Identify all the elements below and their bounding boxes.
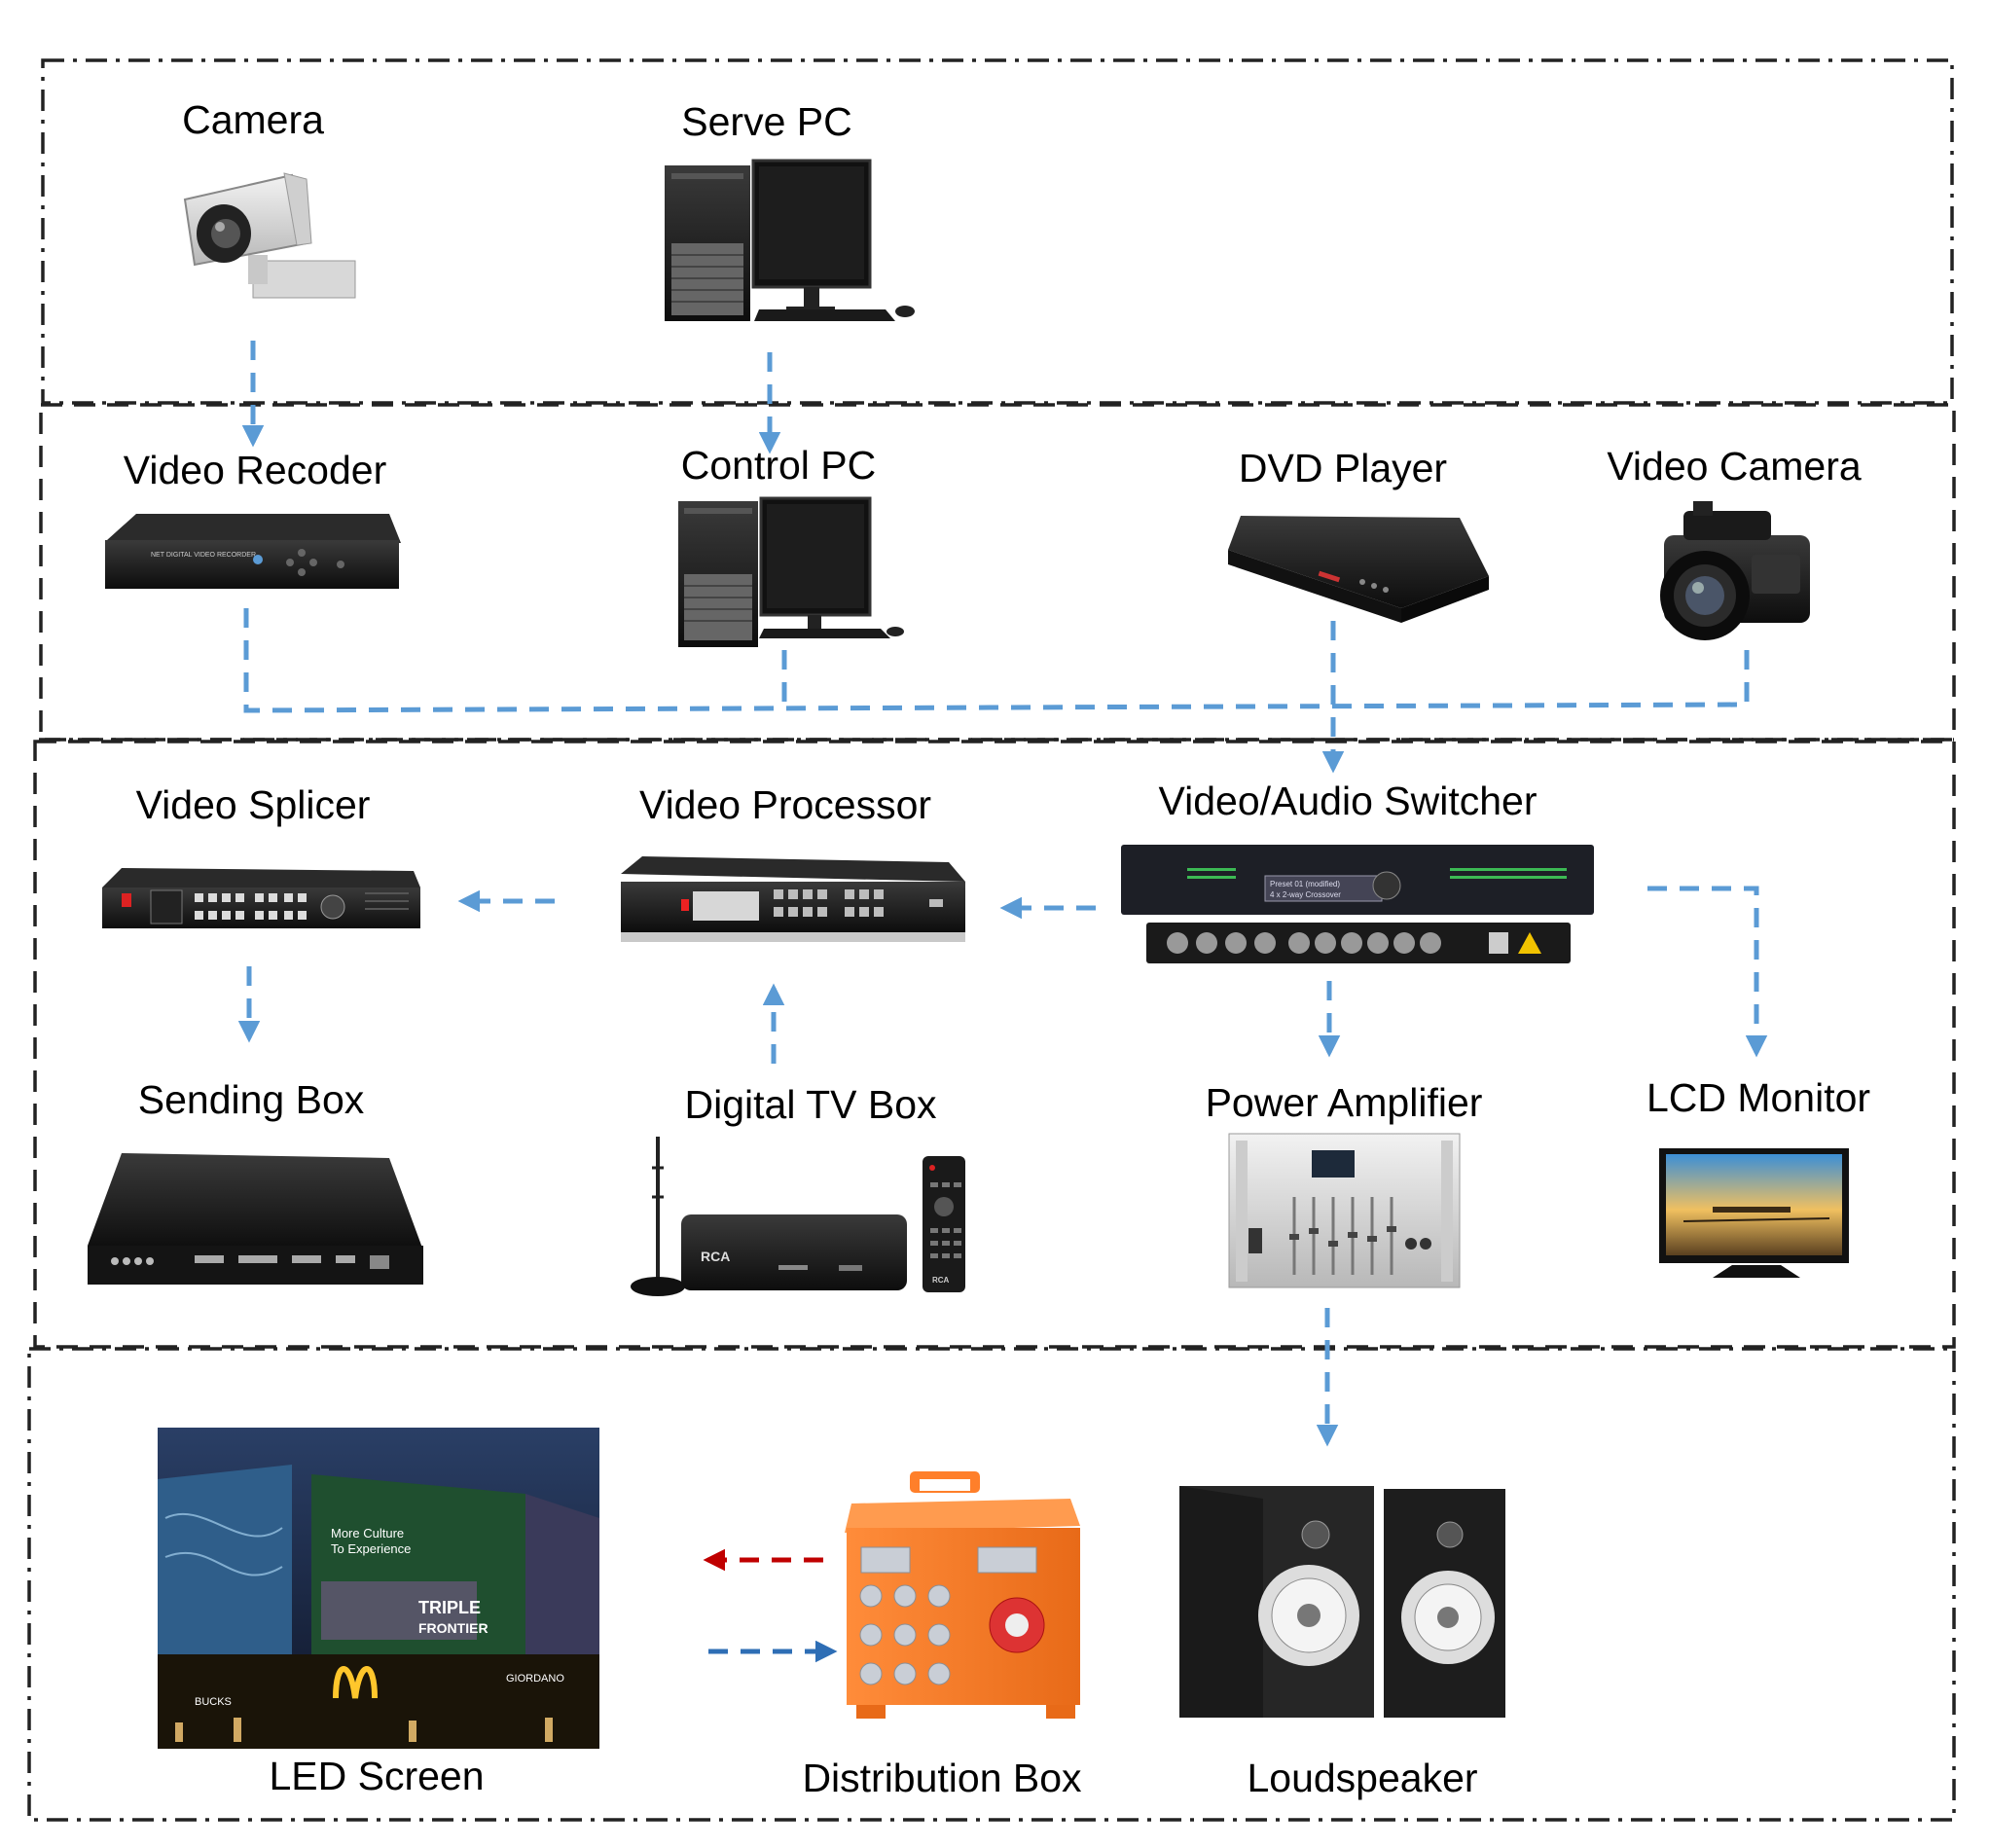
lcd-monitor-icon	[1659, 1148, 1849, 1278]
led-store-2: BUCKS	[195, 1696, 232, 1708]
control-pc-icon	[678, 496, 904, 647]
section-processing	[33, 740, 1956, 1349]
label-distribution-box: Distribution Box	[802, 1756, 1082, 1800]
label-dvd-player: DVD Player	[1238, 446, 1448, 490]
sending-box-icon	[88, 1153, 423, 1285]
power-amplifier-icon	[1228, 1133, 1461, 1288]
recorder-print: NET DIGITAL VIDEO RECORDER	[151, 552, 256, 559]
label-lcd-monitor: LCD Monitor	[1646, 1075, 1871, 1120]
switcher-display-line-2: 4 x 2-way Crossover	[1270, 890, 1341, 899]
label-video-processor: Video Processor	[638, 782, 932, 827]
tvbox-brand: RCA	[701, 1249, 730, 1264]
led-store-1: GIORDANO	[506, 1673, 564, 1685]
switcher-display-line-1: Preset 01 (modified)	[1270, 880, 1340, 888]
video-camera-icon	[1660, 501, 1810, 640]
label-video-recorder: Video Recoder	[123, 448, 387, 492]
camera-icon	[183, 172, 356, 299]
led-ad-line-2: To Experience	[331, 1541, 411, 1556]
section-sources	[41, 58, 1954, 405]
video-splicer-icon	[102, 868, 420, 928]
label-serve-pc: Serve PC	[681, 99, 852, 144]
video-recorder-icon: NET DIGITAL VIDEO RECORDER	[105, 514, 401, 589]
loudspeaker-icon	[1179, 1486, 1505, 1718]
label-loudspeaker: Loudspeaker	[1247, 1756, 1478, 1800]
section-frames	[27, 58, 1956, 1822]
label-led-screen: LED Screen	[269, 1754, 485, 1798]
label-camera: Camera	[182, 97, 324, 142]
label-digital-tv-box: Digital TV Box	[684, 1082, 937, 1127]
led-poster-line-1: TRIPLE	[418, 1598, 481, 1617]
label-video-splicer: Video Splicer	[135, 782, 371, 827]
dvd-player-icon	[1228, 516, 1489, 623]
arrow-switcher-to-lcd	[1647, 886, 1768, 1058]
label-power-amplifier: Power Amplifier	[1205, 1080, 1483, 1125]
led-poster-line-2: FRONTIER	[418, 1620, 488, 1636]
label-sending-box: Sending Box	[137, 1077, 365, 1122]
led-ad-line-1: More Culture	[331, 1526, 404, 1540]
serve-pc-icon	[665, 159, 915, 321]
video-processor-icon	[621, 856, 965, 942]
connections	[237, 341, 1768, 1447]
label-control-pc: Control PC	[680, 443, 877, 488]
led-screen-icon: More Culture To Experience TRIPLE FRONTI…	[158, 1428, 599, 1749]
distribution-box-icon	[845, 1471, 1080, 1719]
av-switcher-icon: Preset 01 (modified) 4 x 2-way Crossover	[1121, 845, 1594, 963]
section-outputs	[27, 1347, 1956, 1822]
digital-tv-box-icon: RCA RCA	[631, 1137, 965, 1296]
label-video-camera: Video Camera	[1607, 444, 1862, 489]
label-av-switcher: Video/Audio Switcher	[1158, 779, 1538, 823]
remote-brand: RCA	[932, 1276, 950, 1285]
bus-sources-to-switcher	[243, 608, 1750, 713]
